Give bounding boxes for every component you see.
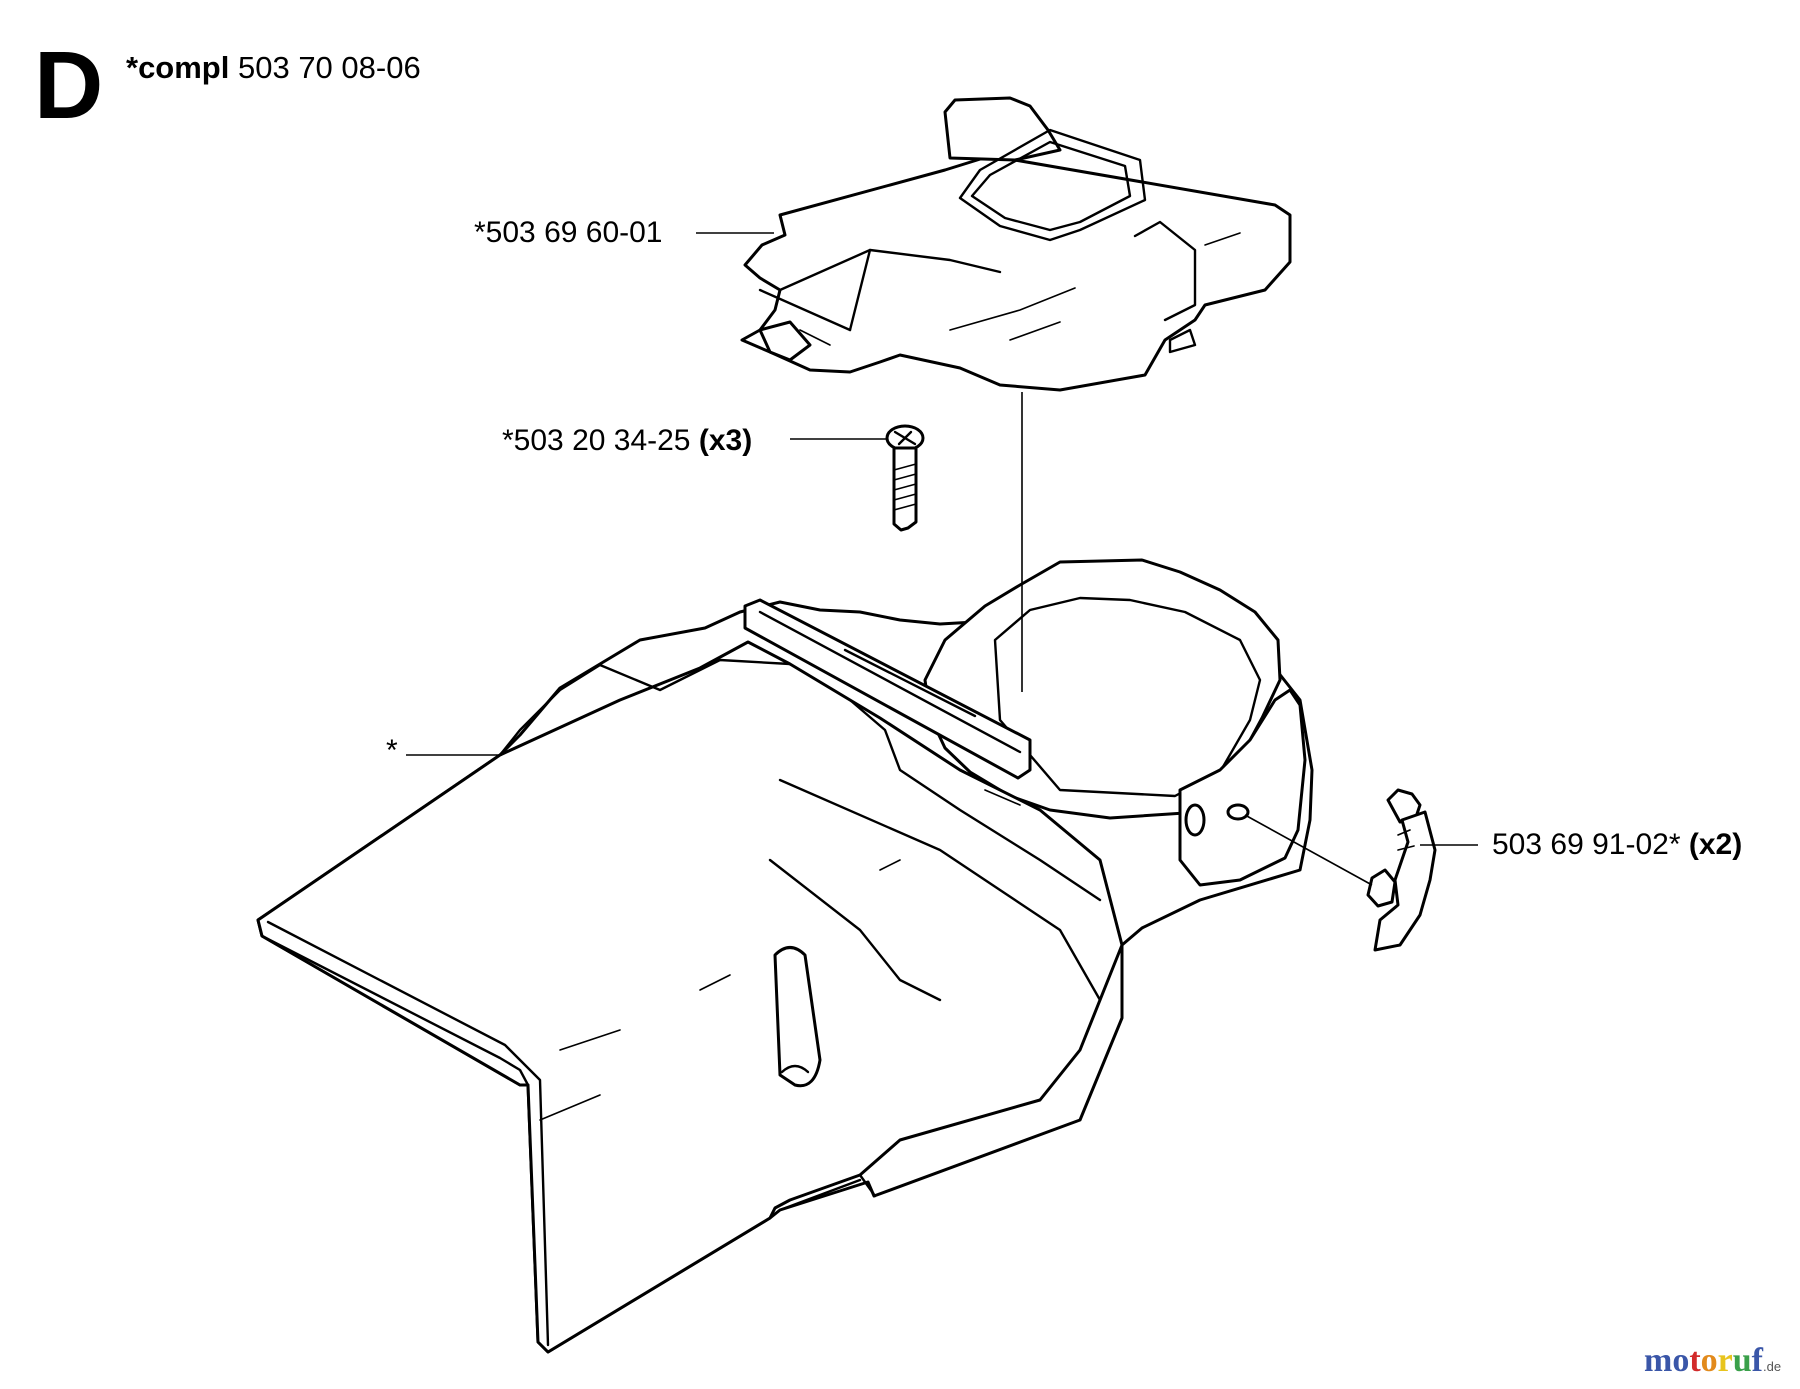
- watermark-letter: o: [1700, 1342, 1718, 1379]
- assembly-number: 503 70 08-06: [237, 50, 421, 85]
- watermark-suffix: .de: [1763, 1359, 1782, 1374]
- callout-clip-qty: (x2): [1688, 828, 1743, 861]
- callout-screw: *503 20 34-25 (x3): [502, 426, 752, 456]
- clip-drawing: [1366, 788, 1437, 952]
- callout-top-cover-number: *503 69 60-01: [474, 216, 663, 249]
- leader-lines: [406, 232, 1478, 886]
- section-letter: D: [34, 32, 104, 139]
- watermark-letter: u: [1732, 1342, 1752, 1379]
- callout-lower-cover: *: [386, 736, 398, 766]
- callout-clip-number: 503 69 91-02*: [1492, 828, 1681, 861]
- callout-screw-number: *503 20 34-25: [502, 424, 691, 457]
- assembly-heading: *compl 503 70 08-06: [126, 50, 421, 86]
- watermark-letter: t: [1689, 1342, 1701, 1379]
- callout-clip: 503 69 91-02* (x2): [1492, 830, 1742, 860]
- assembly-prefix: *compl: [126, 50, 230, 85]
- watermark-letter: r: [1717, 1342, 1733, 1379]
- watermark-letter: f: [1751, 1342, 1763, 1379]
- callout-screw-qty: (x3): [698, 424, 753, 457]
- screw-drawing: [885, 424, 925, 532]
- watermark-letter: m: [1644, 1342, 1673, 1379]
- top-cover-drawing: [740, 96, 1292, 392]
- callout-lower-cover-number: *: [386, 734, 398, 767]
- lower-cover-drawing: [256, 558, 1314, 1354]
- callout-top-cover: *503 69 60-01: [474, 218, 663, 248]
- watermark-logo: motoruf.de: [1644, 1344, 1781, 1378]
- watermark-letter: o: [1672, 1342, 1690, 1379]
